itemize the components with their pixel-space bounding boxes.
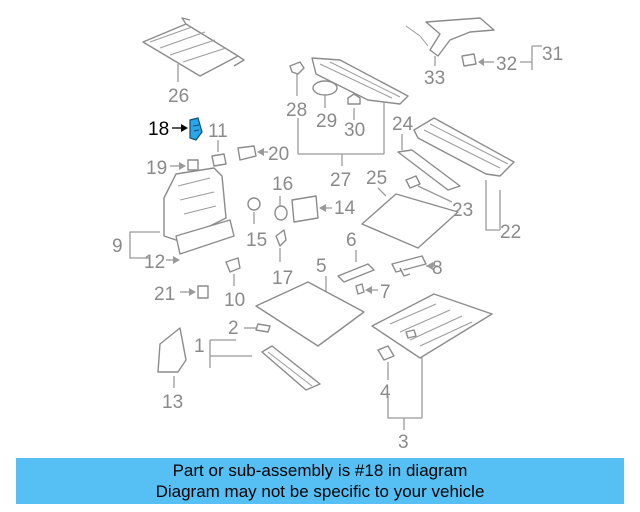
- callout-15: 15: [246, 230, 267, 251]
- bracket-31: [520, 45, 542, 70]
- part-22-rear-panel: [413, 117, 515, 231]
- part-21-clip: [180, 285, 209, 299]
- part-1-sill-trim: [209, 339, 321, 391]
- part-25-floor-board: [361, 187, 459, 249]
- part-5-floor-mat: [255, 276, 365, 347]
- parts-diagram: 26 28 29 30 27 33 32 31: [112, 17, 563, 452]
- callout-31: 31: [542, 44, 563, 65]
- callout-27: 27: [330, 170, 351, 191]
- part-6-rail: [337, 250, 375, 283]
- callout-1: 1: [194, 336, 205, 357]
- callout-6: 6: [346, 230, 357, 251]
- part-9-trim-panel: [129, 167, 235, 259]
- callout-29: 29: [316, 111, 337, 132]
- callout-22: 22: [500, 222, 521, 243]
- callout-25: 25: [366, 168, 387, 189]
- callout-8: 8: [432, 258, 443, 279]
- caption-line-1: Part or sub-assembly is #18 in diagram: [172, 461, 468, 480]
- callout-17: 17: [272, 268, 293, 289]
- part-8-bracket: [391, 255, 438, 277]
- callout-18: 18: [148, 119, 169, 140]
- callout-28: 28: [286, 100, 307, 121]
- part-14-panel: [291, 195, 332, 223]
- part-29-cap: [312, 80, 338, 108]
- callout-32: 32: [496, 54, 517, 75]
- part-24-sill-trim: [397, 134, 461, 191]
- part-11-bracket: [211, 140, 227, 167]
- callout-21: 21: [154, 284, 175, 305]
- callout-12: 12: [144, 252, 165, 273]
- part-4-cap: [377, 345, 422, 430]
- callout-11: 11: [208, 121, 228, 142]
- part-7-fastener: [355, 283, 378, 295]
- part-3-cargo-floor: [371, 293, 493, 418]
- callout-30: 30: [344, 120, 365, 141]
- part-32-clip: [461, 53, 494, 67]
- part-30-fastener: [347, 93, 361, 120]
- part-17-hook: [275, 229, 287, 262]
- callout-23: 23: [452, 200, 473, 221]
- part-12-arrow: [166, 256, 180, 264]
- part-2-clip: [244, 323, 271, 333]
- part-33-trim-strip: [405, 17, 495, 66]
- part-20-cover: [237, 145, 268, 161]
- part-18-highlighted: [172, 117, 203, 141]
- callout-4: 4: [380, 382, 391, 403]
- info-caption: Part or sub-assembly is #18 in diagram D…: [16, 458, 624, 504]
- callout-20: 20: [268, 144, 289, 165]
- callout-24: 24: [392, 114, 414, 135]
- part-16-plug: [274, 196, 288, 221]
- callout-13: 13: [162, 392, 183, 413]
- callout-14: 14: [334, 198, 356, 219]
- part-13-side-panel: [157, 327, 187, 388]
- part-27-package-tray: [297, 57, 409, 166]
- callout-19: 19: [146, 158, 167, 179]
- part-23-bracket: [405, 175, 453, 203]
- callout-16: 16: [272, 174, 293, 195]
- part-15-bolt: [247, 197, 261, 224]
- caption-line-2: Diagram may not be specific to your vehi…: [155, 482, 485, 501]
- callout-2: 2: [228, 318, 239, 339]
- callout-26: 26: [168, 86, 189, 107]
- callout-9: 9: [112, 236, 123, 257]
- callout-3: 3: [398, 432, 409, 452]
- callout-7: 7: [380, 282, 391, 303]
- part-19-clip: [170, 159, 199, 171]
- part-28-clip: [289, 61, 305, 96]
- callout-33: 33: [424, 68, 445, 89]
- callout-5: 5: [316, 256, 327, 277]
- part-26-cargo-cover: [142, 17, 245, 82]
- callout-10: 10: [224, 290, 245, 311]
- part-10-bracket: [225, 257, 241, 286]
